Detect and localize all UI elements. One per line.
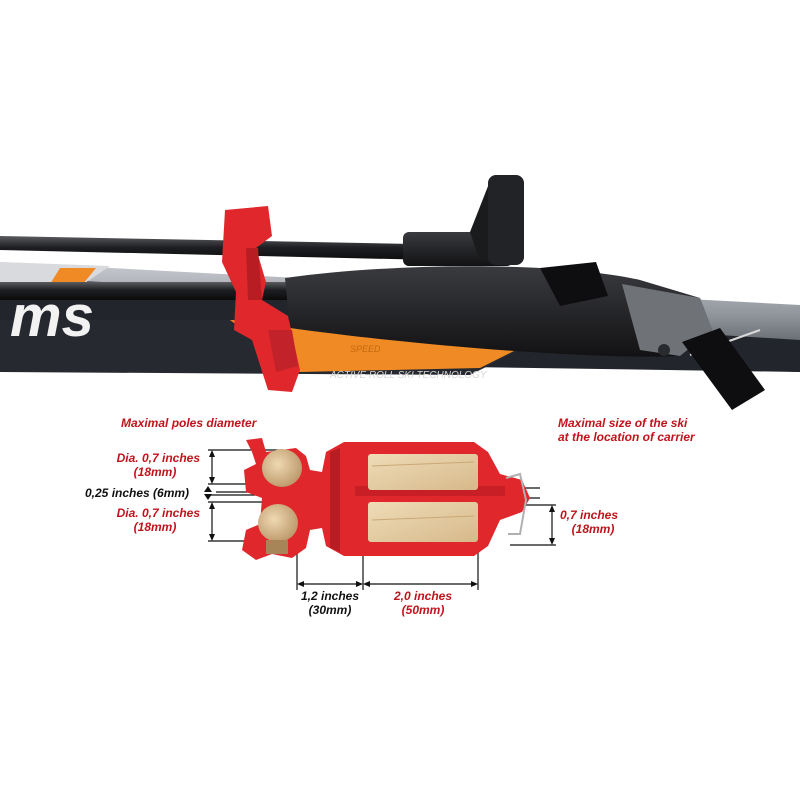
gap-label: 0,25 inches (6mm) [85,486,190,500]
dimension-arrows [204,450,555,587]
pole-top [0,175,524,266]
pole-dowel-top [262,449,302,487]
pole-diameter-heading: Maximal poles diameter [121,416,257,430]
width-right-label-line2: (50mm) [401,603,445,617]
dia-top-label-line2: (18mm) [133,465,177,479]
height-right-label-line2: (18mm) [571,522,615,536]
pole-bottom [0,262,765,410]
dia-top-label-line1: Dia. 0,7 inches [116,451,200,465]
pole-dowel-bottom [258,504,298,542]
width-left-label-line1: 1,2 inches [300,589,360,603]
ski-size-heading-line1: Maximal size of the ski [558,416,688,430]
pole-strap [540,262,608,306]
ski-print-text: ACTIVE ROLL SKI TECHNOLOGY [329,370,488,381]
ski-sticker-text: SPEED [350,344,381,354]
height-right-label-line1: 0,7 inches [560,508,619,522]
dia-bottom-label-line1: Dia. 0,7 inches [116,506,200,520]
width-right-label-line1: 2,0 inches [393,589,453,603]
carrier-mounted [222,206,300,392]
width-left-label-line2: (30mm) [308,603,352,617]
dia-bottom-label-line2: (18mm) [133,520,177,534]
ski-size-heading-line2: at the location of carrier [558,430,695,444]
wood-block-bottom [368,502,478,542]
carrier-closeup [242,438,530,560]
wood-block-top [368,454,478,490]
